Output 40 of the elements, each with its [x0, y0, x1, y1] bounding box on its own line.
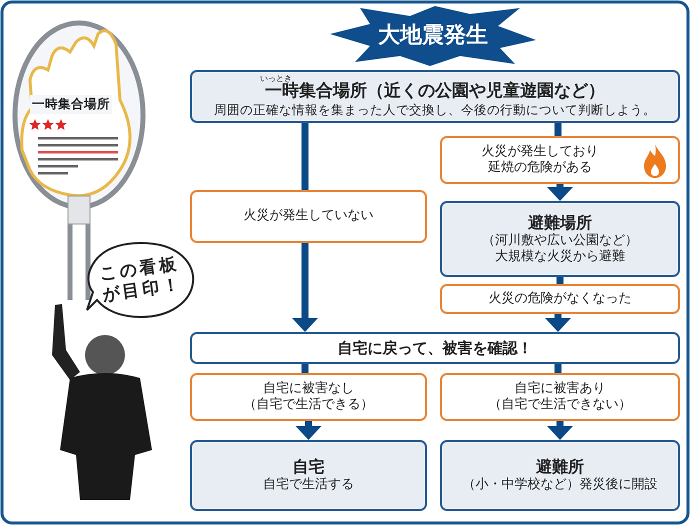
box-text: 火災の危険がなくなった: [488, 290, 632, 308]
burst-banner: [330, 6, 536, 66]
ruby-reading: いっとき: [260, 74, 292, 83]
condition-box: [440, 373, 680, 421]
arrow: [296, 421, 322, 440]
box-text: （小・中学校など）発災後に開設: [462, 477, 658, 494]
action-box: [190, 332, 680, 364]
box-text: 自宅に被害なし（自宅で生活できる）: [242, 380, 374, 414]
speech-bubble: [85, 240, 197, 320]
box-text: 火災が発生していない: [242, 208, 374, 225]
box-text: （河川敷や広い公園など）大規模な火災から避難: [481, 232, 639, 266]
connector-line: [554, 364, 562, 373]
box-heading: 避難所: [536, 457, 584, 477]
arrow: [292, 243, 318, 332]
place-box: [440, 440, 680, 511]
condition-box: [440, 136, 680, 184]
condition-box: [190, 190, 427, 243]
box-text: 自宅で生活する: [263, 477, 354, 494]
box-heading: 一時集合場所（近くの公園や児童遊園など）: [265, 81, 605, 102]
condition-box: [440, 284, 680, 314]
condition-box: [190, 373, 427, 421]
arrow: [545, 314, 571, 332]
banner-title: 大地震発生: [378, 22, 488, 50]
box-text: 自宅に戻って、被害を確認！: [338, 338, 532, 358]
connector-line: [302, 123, 308, 190]
connector-line: [554, 123, 562, 136]
sign-title: 一時集合場所: [30, 95, 112, 114]
connector-line: [302, 364, 308, 373]
box-heading: 避難場所: [528, 212, 592, 233]
bubble-text: この看板が目印！: [98, 253, 184, 307]
arrow: [547, 421, 573, 440]
box-heading: 自宅: [292, 457, 324, 477]
place-box: [440, 201, 680, 277]
arrow: [547, 184, 573, 201]
place-box: [190, 70, 680, 123]
place-box: [190, 440, 427, 511]
box-text: 自宅に被害あり（自宅で生活できない）: [488, 380, 632, 414]
box-text: 火災が発生しており延焼の危険がある: [480, 144, 600, 176]
box-text: 周囲の正確な情報を集まった人で交換し、今後の行動について判断しよう。: [214, 102, 656, 118]
connector-line: [556, 277, 564, 284]
